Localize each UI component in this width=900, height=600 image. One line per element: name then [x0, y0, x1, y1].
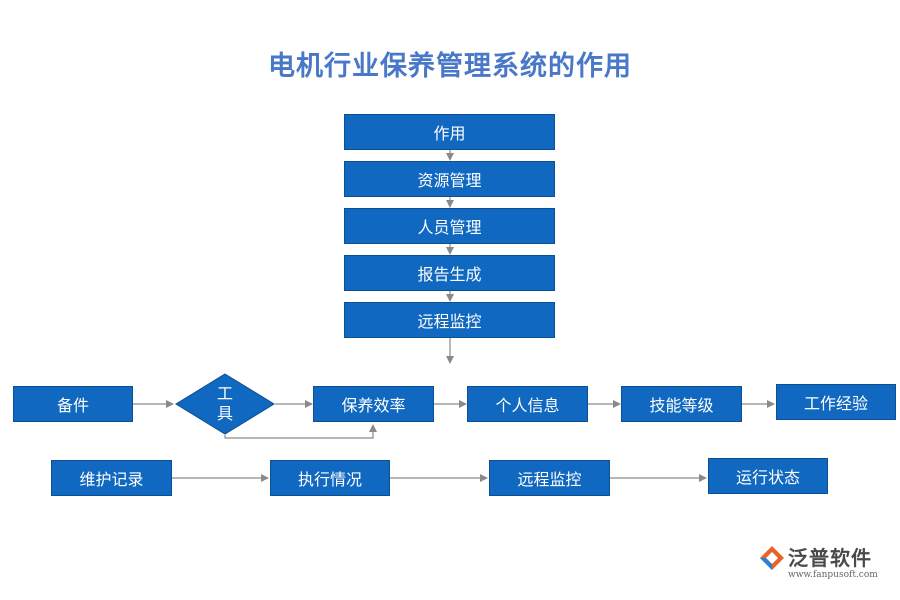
arrow-gongju-loop [224, 424, 377, 439]
node-baoyang-xiaolv: 保养效率 [313, 386, 434, 422]
node-jineng-dengji: 技能等级 [621, 386, 742, 422]
node-beijian: 备件 [13, 386, 133, 422]
node-weihu-jilu: 维护记录 [51, 460, 172, 496]
node-ziyuan-guanli: 资源管理 [344, 161, 555, 197]
node-baogao-shengcheng: 报告生成 [344, 255, 555, 291]
brand-url: www.fanpusoft.com [788, 570, 878, 580]
node-yuancheng-jiankong-top: 远程监控 [344, 302, 555, 338]
page-title: 电机行业保养管理系统的作用 [268, 51, 632, 82]
node-gongju-diamond: 工具 [175, 373, 275, 435]
node-zuoyong: 作用 [344, 114, 555, 150]
node-gongzuo-jingyan: 工作经验 [776, 384, 896, 420]
node-geren-xinxi: 个人信息 [467, 386, 588, 422]
node-yunxing-zhuangtai: 运行状态 [708, 458, 828, 494]
brand-name: 泛普软件 [788, 546, 872, 570]
brand-logo: 泛普软件 www.fanpusoft.com [758, 540, 888, 588]
node-yuancheng-jiankong: 远程监控 [489, 460, 610, 496]
fanpu-logo-icon [760, 546, 784, 570]
diamond-shape [175, 373, 275, 435]
node-renyuan-guanli: 人员管理 [344, 208, 555, 244]
node-gongju-label: 工具 [217, 384, 234, 423]
node-zhixing-qingkuang: 执行情况 [270, 460, 390, 496]
